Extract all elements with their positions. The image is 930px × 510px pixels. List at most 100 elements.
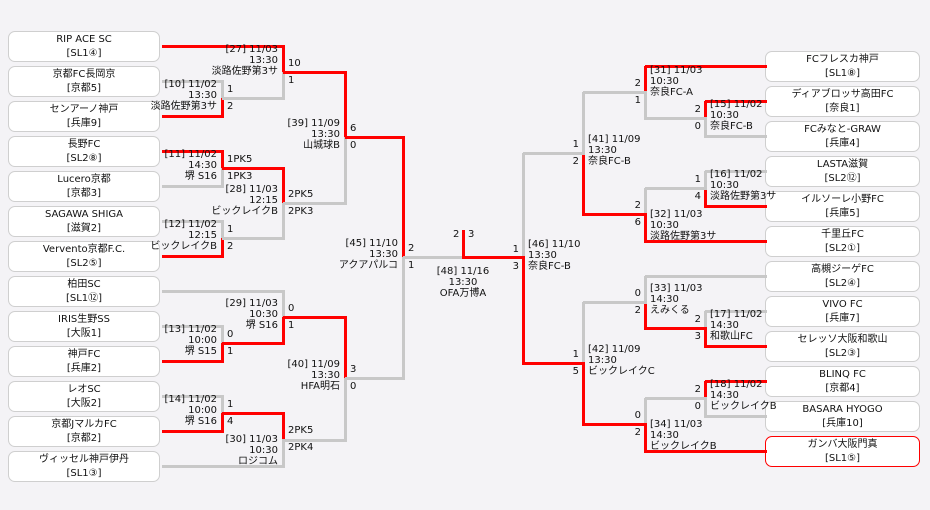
bracket-line xyxy=(221,221,224,240)
team-name: RIP ACE SC xyxy=(56,34,112,45)
bracket-line xyxy=(645,275,767,278)
bracket-line xyxy=(162,325,224,328)
bracket-line xyxy=(344,137,347,205)
match-label: [29] 11/03 xyxy=(225,298,278,309)
team-name: 柏田SC xyxy=(67,279,101,290)
team-seed: [大阪2] xyxy=(66,398,102,409)
team-box[interactable]: 千里丘FC[SL2①] xyxy=(765,226,920,257)
team-name: センアーノ神戸 xyxy=(49,104,119,115)
bracket-line xyxy=(162,465,285,468)
team-seed: [大阪1] xyxy=(66,328,102,339)
team-box[interactable]: ディアブロッサ高田FC[奈良1] xyxy=(765,86,920,117)
bracket-line xyxy=(522,153,525,260)
team-box[interactable]: ヴィッセル神戸伊丹[SL1③] xyxy=(8,451,160,482)
team-box[interactable]: IRIS生野SS[大阪1] xyxy=(8,311,160,342)
match-time: 13:30 xyxy=(369,249,398,260)
match-label: [41] 11/09 xyxy=(588,134,641,145)
team-box[interactable]: イルソーレ小野FC[兵庫5] xyxy=(765,191,920,222)
bracket-line xyxy=(704,311,707,330)
bracket-line xyxy=(463,256,525,259)
score-top: 2 xyxy=(694,314,701,325)
bracket-line xyxy=(583,423,647,426)
team-seed: [SL2⑫] xyxy=(824,173,861,184)
bracket-line xyxy=(221,238,224,258)
match-label: [16] 11/02 xyxy=(710,169,763,180)
bracket-line xyxy=(522,258,525,365)
team-box[interactable]: Vervento京都F.C.[SL2⑤] xyxy=(8,241,160,272)
bracket-line xyxy=(283,202,347,205)
match-label: [13] 11/02 xyxy=(164,324,217,335)
team-name: セレッソ大阪和歌山 xyxy=(797,334,888,345)
match-venue: 奈良FC-B xyxy=(588,156,631,167)
match-time: 14:30 xyxy=(710,320,739,331)
team-box[interactable]: BASARA HYOGO[兵庫10] xyxy=(765,401,920,432)
bracket-line xyxy=(582,153,585,216)
score-bottom: 1 xyxy=(288,75,295,86)
team-seed: [SL1⑧] xyxy=(824,68,861,79)
team-seed: [京都2] xyxy=(66,433,102,444)
team-box[interactable]: VIVO FC[兵庫7] xyxy=(765,296,920,327)
match-time: 14:30 xyxy=(650,294,679,305)
score-top: 1 xyxy=(227,84,234,95)
match-label: [34] 11/03 xyxy=(650,419,703,430)
score-top: 2 xyxy=(694,384,701,395)
bracket-line xyxy=(282,317,285,345)
match-label: [32] 11/03 xyxy=(650,209,703,220)
team-box[interactable]: 神戸FC[兵庫2] xyxy=(8,346,160,377)
bracket-line xyxy=(705,345,767,348)
team-box[interactable]: BLINQ FC[京都4] xyxy=(765,366,920,397)
team-box[interactable]: レオSC [大阪2] xyxy=(8,381,160,412)
team-box[interactable]: セレッソ大阪和歌山 [SL2③] xyxy=(765,331,920,362)
team-box[interactable]: RIP ACE SC[SL1④] xyxy=(8,31,160,62)
bracket-line xyxy=(705,415,767,418)
match-time: 13:30 xyxy=(311,129,340,140)
match-label: [30] 11/03 xyxy=(225,434,278,445)
match-venue: 奈良FC-B xyxy=(528,261,571,272)
team-box[interactable]: FCみなと-GRAW[兵庫4] xyxy=(765,121,920,152)
bracket-line xyxy=(704,188,707,208)
match-label: [18] 11/02 xyxy=(710,379,763,390)
team-box[interactable]: Lucero京都[京都3] xyxy=(8,171,160,202)
team-box[interactable]: 京都JマルカFC[京都2] xyxy=(8,416,160,447)
team-name: LASTA滋賀 xyxy=(816,159,869,170)
team-box[interactable]: 京都FC長岡京[京都5] xyxy=(8,66,160,97)
match-venue: 淡路佐野第3サ xyxy=(211,66,278,77)
match-venue: 堺 S16 xyxy=(184,416,217,427)
team-box[interactable]: 高槻ジーゲFC[SL2④] xyxy=(765,261,920,292)
bracket-line xyxy=(704,398,707,418)
match-label: [31] 11/03 xyxy=(650,65,703,76)
bracket-line xyxy=(704,101,707,120)
score-top: 1 xyxy=(227,399,234,410)
match-time: 12:15 xyxy=(249,195,278,206)
team-box[interactable]: LASTA滋賀 [SL2⑫] xyxy=(765,156,920,187)
team-name: BASARA HYOGO xyxy=(802,404,883,415)
team-box[interactable]: SAGAWA SHIGA[滋賀2] xyxy=(8,206,160,237)
match-label: [15] 11/02 xyxy=(710,99,763,110)
match-label: [33] 11/03 xyxy=(650,283,703,294)
match-venue: 奈良FC-B xyxy=(710,121,753,132)
team-box[interactable]: 柏田SC[SL1⑫] xyxy=(8,276,160,307)
team-box[interactable]: FCフレスカ神戸[SL1⑧] xyxy=(765,51,920,82)
score-bottom: 1 xyxy=(288,320,295,331)
team-name: 長野FC xyxy=(67,139,101,150)
team-name: レオSC xyxy=(67,384,101,395)
score-bottom: 0 xyxy=(350,140,357,151)
match-label: [46] 11/10 xyxy=(528,239,581,250)
match-venue: HFA明石 xyxy=(300,381,340,392)
team-box[interactable]: 長野FC[SL2⑧] xyxy=(8,136,160,167)
bracket-line xyxy=(221,413,224,433)
match-venue: 堺 S16 xyxy=(245,320,278,331)
score-top: 1 xyxy=(227,224,234,235)
champion-team-box[interactable]: ガンバ大阪門真[SL1⑤] xyxy=(765,436,920,467)
team-seed: [京都5] xyxy=(66,83,102,94)
team-seed: [SL2③] xyxy=(824,348,861,359)
team-box[interactable]: センアーノ神戸[兵庫9] xyxy=(8,101,160,132)
